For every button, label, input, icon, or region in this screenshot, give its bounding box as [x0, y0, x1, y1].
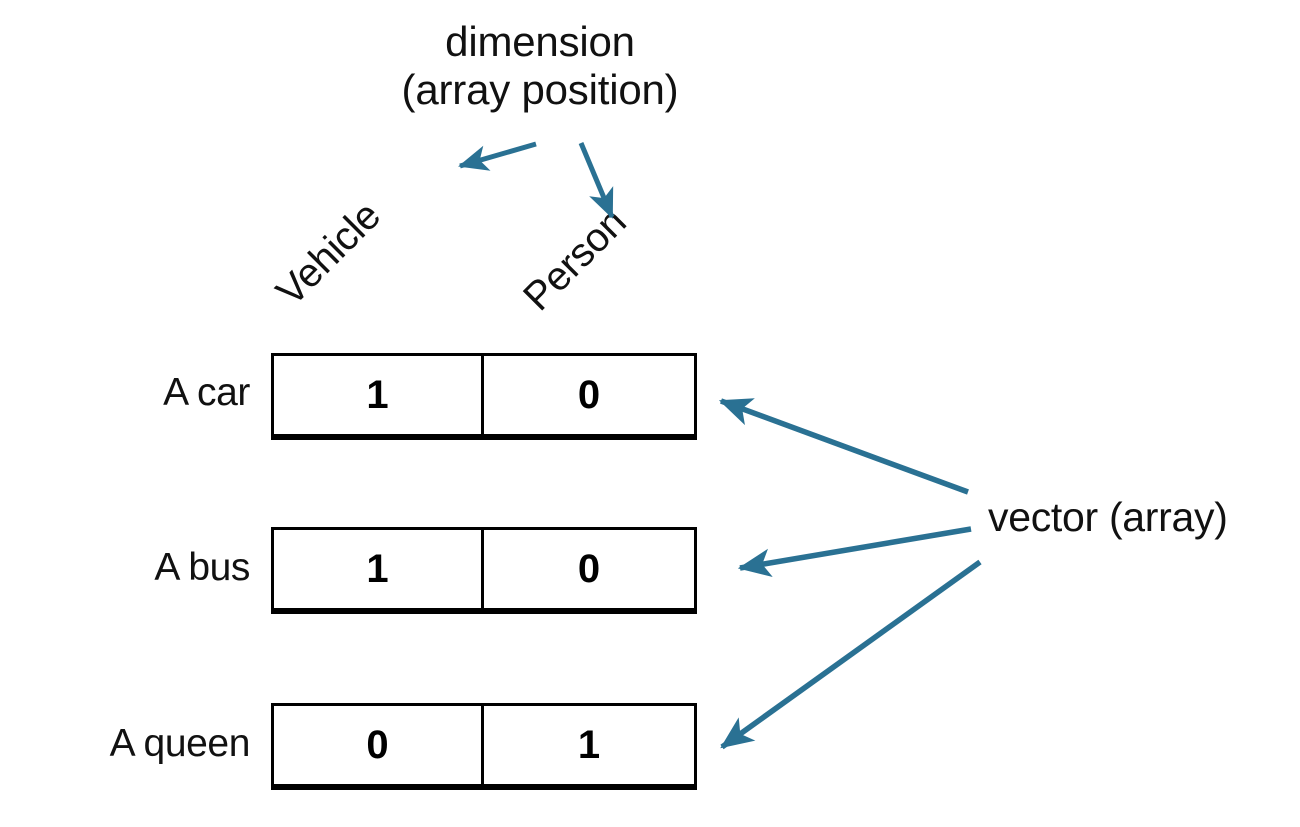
column-header-person: Person	[515, 199, 635, 320]
row-label-bus: A bus	[154, 546, 250, 589]
vector-row-queen: 0 1	[271, 703, 697, 790]
row-label-car: A car	[163, 371, 250, 414]
vector-cell-queen-person: 1	[577, 722, 601, 767]
arrow-dimension-to-vehicle	[458, 141, 537, 171]
diagram-title: dimension (array position)	[350, 18, 730, 114]
column-header-vehicle: Vehicle	[268, 193, 390, 315]
title-line-array-position: (array position)	[401, 65, 679, 113]
vector-row-car: 1 0	[271, 353, 697, 440]
vector-cell-car-vehicle: 1	[274, 356, 484, 434]
row-label-queen: A queen	[109, 722, 251, 765]
vector-cell-bus-vehicle: 1	[274, 530, 484, 608]
vector-cell-car-person: 0	[577, 372, 601, 417]
vector-array-label: vector (array)	[988, 494, 1228, 540]
title-line-dimension: dimension	[445, 18, 635, 65]
vector-cell-bus-person: 0	[577, 546, 601, 591]
vector-cell-queen-vehicle: 0	[274, 706, 484, 784]
arrow-vector-to-queen-row	[720, 559, 982, 750]
vector-row-bus: 1 0	[271, 527, 697, 614]
arrow-vector-to-bus-row	[737, 526, 972, 577]
arrow-vector-to-car-row	[718, 398, 969, 495]
